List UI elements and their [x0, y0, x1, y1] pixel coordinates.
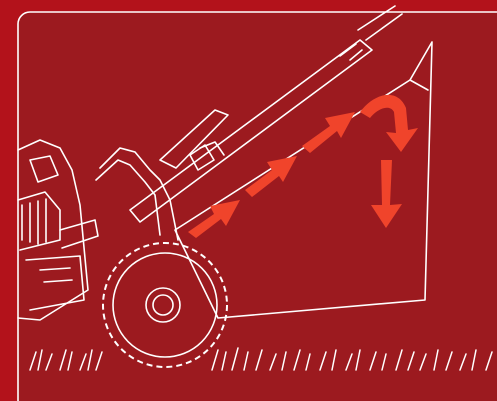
inner-panel	[18, 12, 497, 401]
